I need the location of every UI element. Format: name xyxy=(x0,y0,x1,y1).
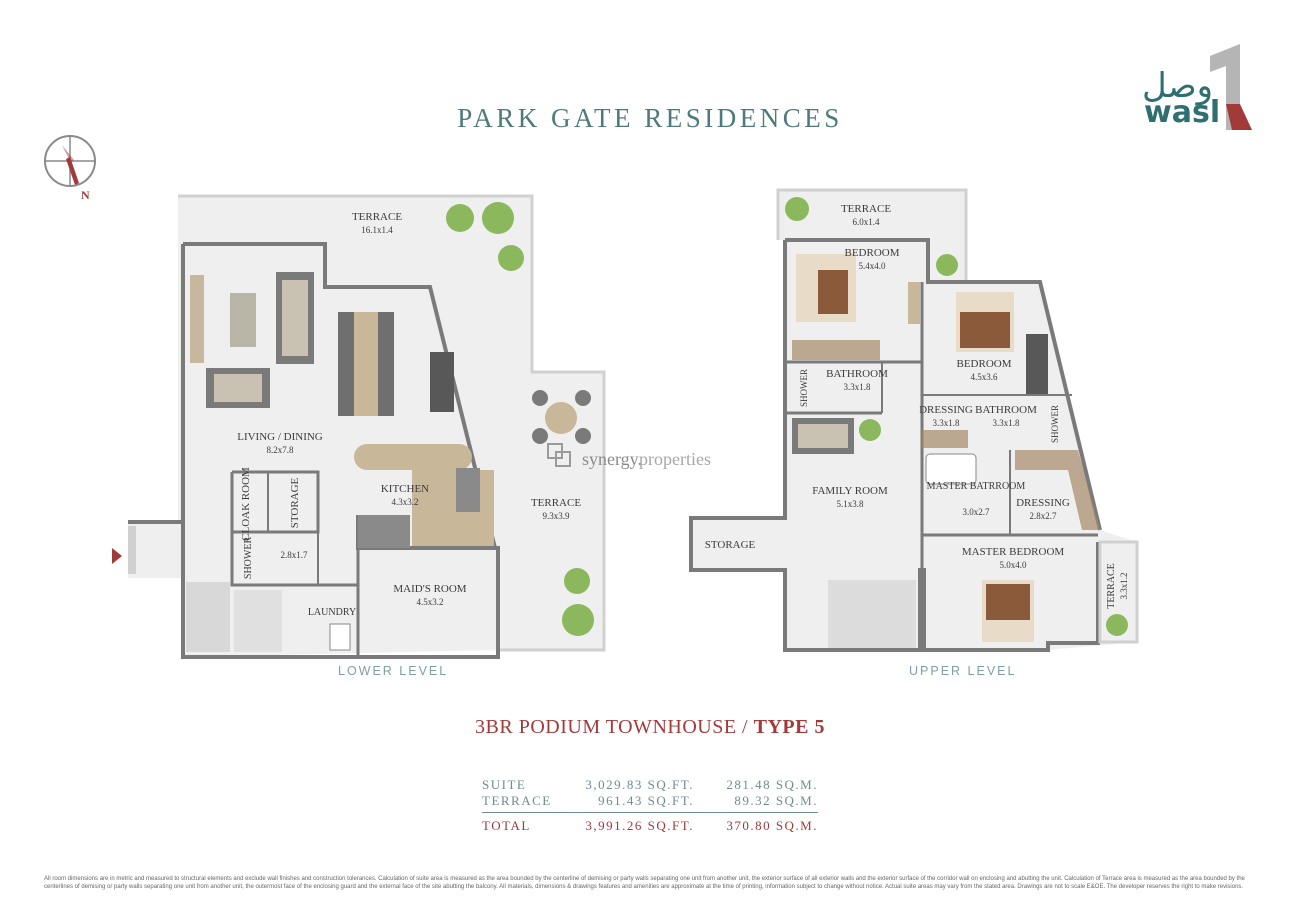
area-divider xyxy=(482,812,818,813)
room-dim: 9.3x3.9 xyxy=(543,511,571,521)
lower-level-label: LOWER LEVEL xyxy=(338,664,449,678)
unit-type-name: TYPE 5 xyxy=(753,716,825,738)
room-dim: 3.3x1.2 xyxy=(1119,573,1129,600)
room-name: DRESSING xyxy=(1016,497,1070,509)
room-name: MAID'S ROOM xyxy=(393,583,466,595)
room-name: SHOWER xyxy=(243,537,254,580)
unit-type-title: 3BR PODIUM TOWNHOUSE / TYPE 5 xyxy=(0,716,1300,739)
disclaimer-text: All room dimensions are in metric and me… xyxy=(44,876,1245,890)
room-name: SHOWER xyxy=(1050,405,1060,443)
room-dim: 2.8x1.7 xyxy=(281,550,309,560)
room-dim: 5.1x3.8 xyxy=(837,499,865,509)
logo-mark-icon xyxy=(1210,44,1252,130)
room-dim: 5.0x4.0 xyxy=(1000,560,1028,570)
upper-level-plan xyxy=(689,188,1139,652)
compass: N xyxy=(40,133,100,203)
wasl-logo xyxy=(1140,44,1260,132)
room-name: BEDROOM xyxy=(956,358,1011,370)
compass-icon: N xyxy=(44,135,96,202)
room-name: KITCHEN xyxy=(381,483,429,495)
room-name: TERRACE xyxy=(841,203,891,215)
logo-arabic-text: وصل xyxy=(1142,66,1214,106)
room-name: MASTER BATRROOM xyxy=(927,481,1026,492)
area-sqm: 281.48 SQ.M. xyxy=(726,777,818,792)
area-sqm: 89.32 SQ.M. xyxy=(734,793,818,808)
upper-level-label: UPPER LEVEL xyxy=(909,664,1017,678)
synergy-watermark: synergy. properties xyxy=(547,443,711,469)
room-name: LIVING / DINING xyxy=(237,431,323,443)
area-sqft-total: 3,991.26 SQ.FT. xyxy=(585,818,694,833)
compass-north-label: N xyxy=(81,188,90,202)
watermark-suffix: properties xyxy=(639,449,711,469)
room-name: STORAGE xyxy=(289,477,301,528)
area-label: SUITE xyxy=(482,777,527,792)
room-name: TERRACE xyxy=(1106,563,1117,609)
watermark-brand: synergy. xyxy=(582,449,642,469)
room-dim: 5.4x4.0 xyxy=(859,261,887,271)
floor-plans: TERRACE 16.1x1.4 LIVING / DINING 8.2x7.8… xyxy=(112,188,1139,659)
room-dim: 4.5x3.6 xyxy=(971,372,999,382)
room-dim: 2.8x2.7 xyxy=(1030,511,1058,521)
page-title: PARK GATE RESIDENCES xyxy=(457,103,843,133)
room-name: SHOWER xyxy=(799,369,809,407)
area-label-total: TOTAL xyxy=(482,818,531,833)
room-dim: 4.3x3.2 xyxy=(392,497,419,507)
lower-level-plan xyxy=(112,194,606,659)
room-name: BATHROOM xyxy=(975,404,1037,416)
room-dim: 3.3x1.8 xyxy=(844,382,872,392)
room-dim: 3.3x1.8 xyxy=(993,418,1021,428)
room-name: BEDROOM xyxy=(844,247,899,259)
room-dim: 16.1x1.4 xyxy=(361,225,393,235)
unit-type-prefix: 3BR PODIUM TOWNHOUSE / xyxy=(475,716,754,738)
area-label: TERRACE xyxy=(482,793,552,808)
room-name: BATHROOM xyxy=(826,368,888,380)
room-dim: 6.0x1.4 xyxy=(853,217,881,227)
area-sqm-total: 370.80 SQ.M. xyxy=(726,818,818,833)
room-name: DRESSING xyxy=(919,404,973,416)
logo-latin-text: wasl xyxy=(1144,95,1221,130)
area-sqft: 961.43 SQ.FT. xyxy=(598,793,694,808)
room-dim: 4.5x3.2 xyxy=(417,597,444,607)
room-name: FAMILY ROOM xyxy=(812,485,888,497)
room-name: MASTER BEDROOM xyxy=(962,546,1065,558)
room-dim: 3.0x2.7 xyxy=(963,507,991,517)
room-name: CLOAK ROOM xyxy=(240,467,252,541)
room-dim: 8.2x7.8 xyxy=(267,445,295,455)
room-name: STORAGE xyxy=(705,539,756,551)
room-name: TERRACE xyxy=(352,211,402,223)
area-sqft: 3,029.83 SQ.FT. xyxy=(585,777,694,792)
room-name: TERRACE xyxy=(531,497,581,509)
upper-level-labels: TERRACE 6.0x1.4 BEDROOM 5.4x4.0 BEDROOM … xyxy=(705,203,1129,609)
room-dim: 3.3x1.8 xyxy=(933,418,961,428)
lower-level-labels: TERRACE 16.1x1.4 LIVING / DINING 8.2x7.8… xyxy=(237,211,581,618)
room-name: LAUNDRY xyxy=(308,607,356,618)
